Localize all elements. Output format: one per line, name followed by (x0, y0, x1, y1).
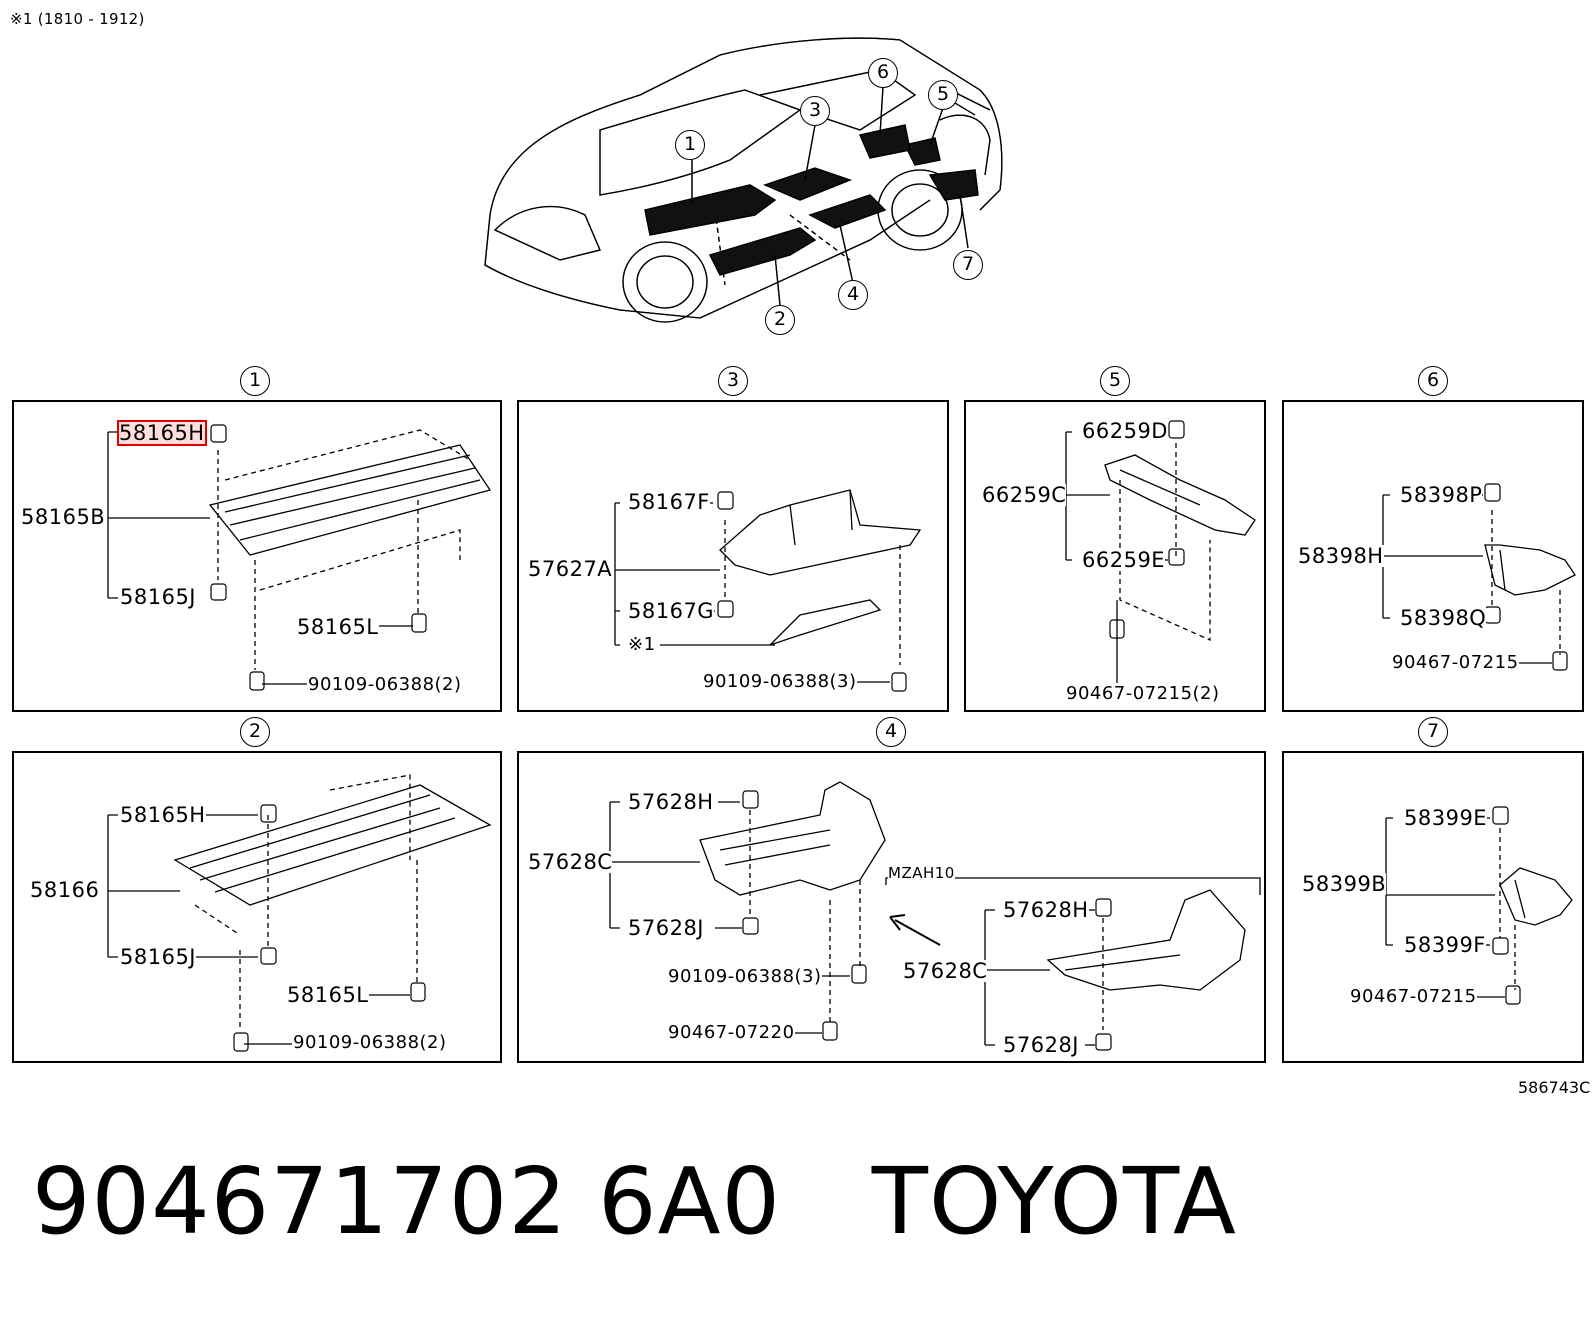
panel-3 (517, 400, 949, 712)
overview-callout-1[interactable]: 1 (675, 130, 705, 160)
footer-brand: TOYOTA (871, 1148, 1237, 1255)
part-label-58165H[interactable]: 58165H (120, 803, 206, 827)
part-label-90109-06388-2[interactable]: 90109-06388(2) (308, 674, 462, 696)
overview-callout-6[interactable]: 6 (868, 58, 898, 88)
part-label-58398H[interactable]: 58398H (1298, 544, 1384, 568)
variant-label-mzah10: MZAH10 (888, 862, 955, 884)
panel-7 (1282, 751, 1584, 1063)
part-label-90467-07220[interactable]: 90467-07220 (668, 1022, 795, 1044)
figure-code: 586743C (1518, 1078, 1591, 1097)
overview-part-3 (763, 167, 852, 201)
part-label-58399B[interactable]: 58399B (1302, 872, 1387, 896)
part-label-58167F[interactable]: 58167F (628, 490, 710, 514)
overview-callout-4[interactable]: 4 (838, 280, 868, 310)
part-label-57628J[interactable]: 57628J (628, 916, 704, 940)
part-label-57628J-variant[interactable]: 57628J (1003, 1033, 1079, 1057)
footer-part-number: 904671702 6A0 (32, 1148, 782, 1255)
panel-1-number: 1 (240, 366, 270, 396)
part-label-58167G[interactable]: 58167G (628, 599, 715, 623)
part-label-58398Q[interactable]: 58398Q (1400, 606, 1487, 630)
part-label-66259C[interactable]: 66259C (982, 483, 1067, 507)
part-label-58165J[interactable]: 58165J (120, 945, 196, 969)
overview-part-7 (928, 169, 979, 201)
panel-2 (12, 751, 502, 1063)
part-label-57628C[interactable]: 57628C (528, 850, 613, 874)
panel-5-number: 5 (1100, 366, 1130, 396)
panel-3-number: 3 (718, 366, 748, 396)
part-label-58166[interactable]: 58166 (30, 878, 100, 902)
panel-6-number: 6 (1418, 366, 1448, 396)
part-label-57628C-variant[interactable]: 57628C (903, 959, 988, 983)
part-label-90109-06388-3[interactable]: 90109-06388(3) (668, 966, 822, 988)
overview-callout-5[interactable]: 5 (928, 80, 958, 110)
car-overview-drawing (484, 37, 1003, 323)
part-label-90109-06388-2[interactable]: 90109-06388(2) (293, 1032, 447, 1054)
panel-1 (12, 400, 502, 712)
part-label-58165H-highlighted[interactable]: 58165H (117, 420, 207, 446)
part-label-90467-07215-2[interactable]: 90467-07215(2) (1066, 683, 1220, 705)
part-label-58398P[interactable]: 58398P (1400, 483, 1483, 507)
header-note: ※1 (1810 - 1912) (10, 10, 145, 28)
overview-callout-7[interactable]: 7 (953, 250, 983, 280)
part-label-57628H[interactable]: 57628H (628, 790, 714, 814)
part-label-66259E[interactable]: 66259E (1082, 548, 1166, 572)
overview-part-2 (709, 227, 817, 276)
part-label-90109-06388-3[interactable]: 90109-06388(3) (703, 671, 857, 693)
part-label-58165B[interactable]: 58165B (21, 505, 106, 529)
footer-title: 904671702 6A0 TOYOTA (32, 1152, 1237, 1252)
part-label-57627A[interactable]: 57627A (528, 557, 613, 581)
part-label-58399F[interactable]: 58399F (1404, 933, 1486, 957)
panel-2-number: 2 (240, 717, 270, 747)
part-label-58399E[interactable]: 58399E (1404, 806, 1488, 830)
overview-part-1 (644, 184, 777, 236)
part-label-57628H-variant[interactable]: 57628H (1003, 898, 1089, 922)
part-label-58165J[interactable]: 58165J (120, 585, 196, 609)
part-label-58165L[interactable]: 58165L (297, 615, 379, 639)
part-note-1: ※1 (628, 634, 656, 656)
overview-part-4 (808, 194, 887, 229)
part-label-90467-07215[interactable]: 90467-07215 (1350, 986, 1477, 1008)
part-label-90467-07215[interactable]: 90467-07215 (1392, 652, 1519, 674)
part-label-66259D[interactable]: 66259D (1082, 419, 1168, 443)
overview-callout-2[interactable]: 2 (765, 305, 795, 335)
panel-4-number: 4 (876, 717, 906, 747)
panel-7-number: 7 (1418, 717, 1448, 747)
overview-callout-3[interactable]: 3 (800, 96, 830, 126)
overview-part-6 (859, 124, 911, 159)
part-label-58165L[interactable]: 58165L (287, 983, 369, 1007)
overview-part-5 (904, 137, 941, 166)
